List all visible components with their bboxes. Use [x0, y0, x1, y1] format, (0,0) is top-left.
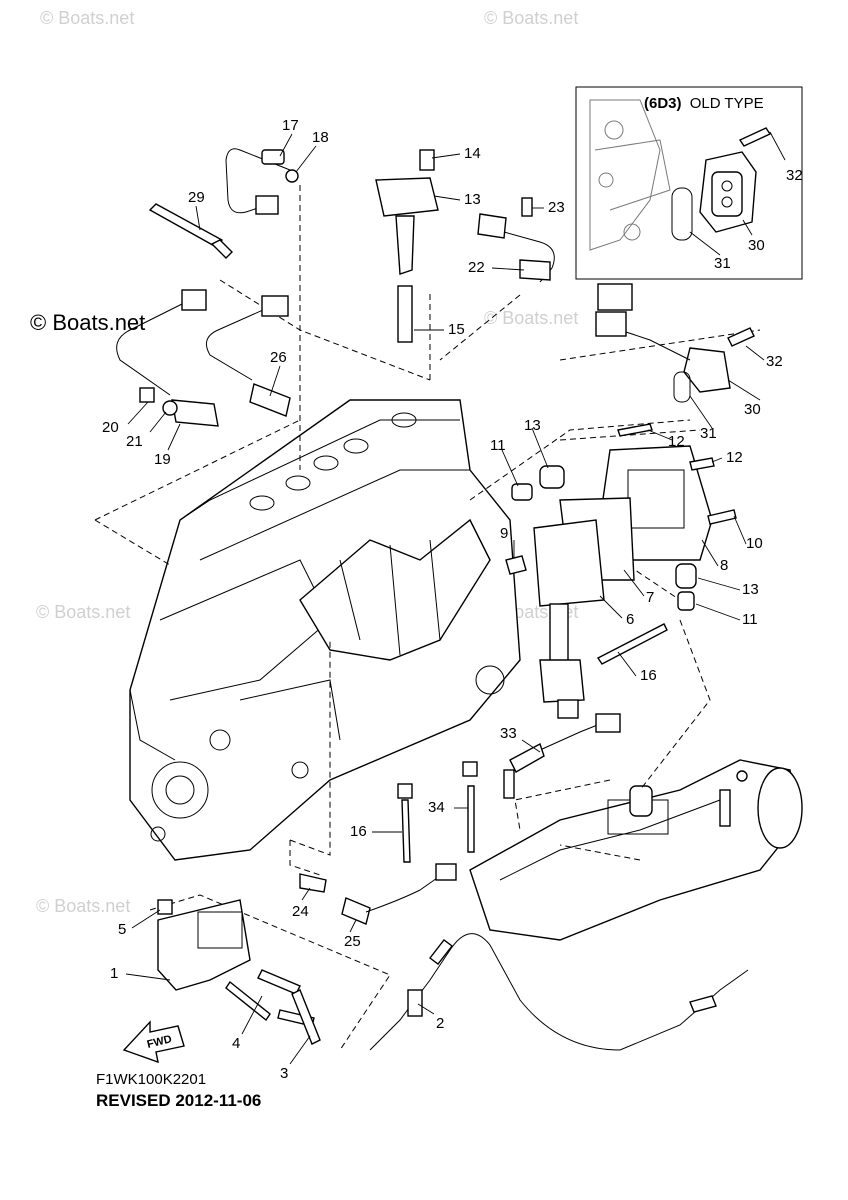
throttle-body-area [505, 283, 755, 719]
footer: F1WK100K2201 REVISED 2012-11-06 [96, 1071, 261, 1110]
callout-31-inset: 31 [714, 255, 731, 272]
engine-block [129, 399, 521, 861]
watermark-left-low: © Boats.net [36, 896, 130, 916]
fwd-arrow: FWD [122, 1020, 185, 1064]
callout-20: 18 [312, 129, 329, 146]
callout-31: 31 [700, 425, 717, 442]
callout-18: 16 [640, 667, 657, 684]
throttle-cable [369, 933, 749, 1051]
callout-29: 29 [188, 189, 205, 206]
watermark-top-left: © Boats.net [40, 8, 134, 28]
callout-16: 15 [448, 321, 465, 338]
callout-3: 3 [280, 1065, 288, 1082]
screw-inset [738, 127, 772, 147]
callout-14: 13 [464, 191, 481, 208]
spark-plug-bores [249, 412, 417, 511]
callout-26: 24 [292, 903, 309, 920]
callout-13-lower: 13 [742, 581, 759, 598]
revision-date: REVISED 2012-11-06 [96, 1091, 261, 1110]
callout-2: 2 [436, 1015, 444, 1032]
callout-numbers: 17 18 29 14 13 15 23 22 26 20 21 19 32 3… [102, 117, 803, 1082]
exhaust-assembly [469, 759, 803, 941]
callout-13-upper: 13 [524, 417, 541, 434]
callout-19: 17 [282, 117, 299, 134]
fwd-label: FWD [146, 1033, 173, 1051]
callout-9: 9 [500, 525, 508, 542]
part-24-sensor [477, 197, 555, 283]
callout-12-lower: 12 [726, 449, 743, 466]
part-29-cable-tie [148, 203, 233, 259]
leader-lines [125, 133, 765, 1065]
callout-11-upper: 11 [490, 437, 506, 454]
inset-label: OLD TYPE [690, 95, 764, 112]
watermark-mid-right: © Boats.net [484, 308, 578, 328]
callout-24: 22 [468, 259, 485, 276]
callout-30-inset: 30 [748, 237, 765, 254]
part-code: F1WK100K2201 [96, 1071, 206, 1088]
ignition-coil-assembly [375, 149, 439, 343]
watermark-left-mid: © Boats.net [36, 602, 130, 622]
callout-5: 5 [118, 921, 126, 938]
callout-1: 1 [110, 965, 118, 982]
callout-6: 6 [626, 611, 634, 628]
oring-inset [671, 187, 693, 241]
callout-11-lower: 11 [742, 611, 758, 628]
callout-15: 14 [464, 145, 481, 162]
callout-23: 21 [126, 433, 143, 450]
svg-text:(6D3) OLD TYPE: (6D3) OLD TYPE [644, 95, 764, 112]
callout-32: 32 [766, 353, 783, 370]
callout-4: 4 [232, 1035, 240, 1052]
callout-34: 34 [428, 799, 445, 816]
callout-10: 10 [746, 535, 763, 552]
inset-frame [575, 86, 803, 280]
callout-12-upper: 12 [668, 433, 685, 450]
throttle-bracket [157, 899, 321, 1045]
callout-27: 25 [344, 933, 361, 950]
callout-30: 30 [744, 401, 761, 418]
watermark-main: © Boats.net [30, 310, 145, 335]
callout-33: 33 [500, 725, 517, 742]
inset-old-type: (6D3) OLD TYPE [575, 86, 803, 280]
callout-17: 16 [350, 823, 367, 840]
callout-28: 26 [270, 349, 287, 366]
callout-25: 23 [548, 199, 565, 216]
callout-32-inset: 32 [786, 167, 803, 184]
callout-8: 8 [720, 557, 728, 574]
callout-22: 20 [102, 419, 119, 436]
callout-21: 19 [154, 451, 171, 468]
cable-ties [397, 713, 621, 863]
part-19-sensor [225, 148, 299, 215]
inset-code: (6D3) [644, 95, 682, 112]
callout-7: 7 [646, 589, 654, 606]
watermark-top-right: © Boats.net [484, 8, 578, 28]
part-26-27-sensor [299, 863, 457, 925]
left-sensors [116, 289, 291, 427]
